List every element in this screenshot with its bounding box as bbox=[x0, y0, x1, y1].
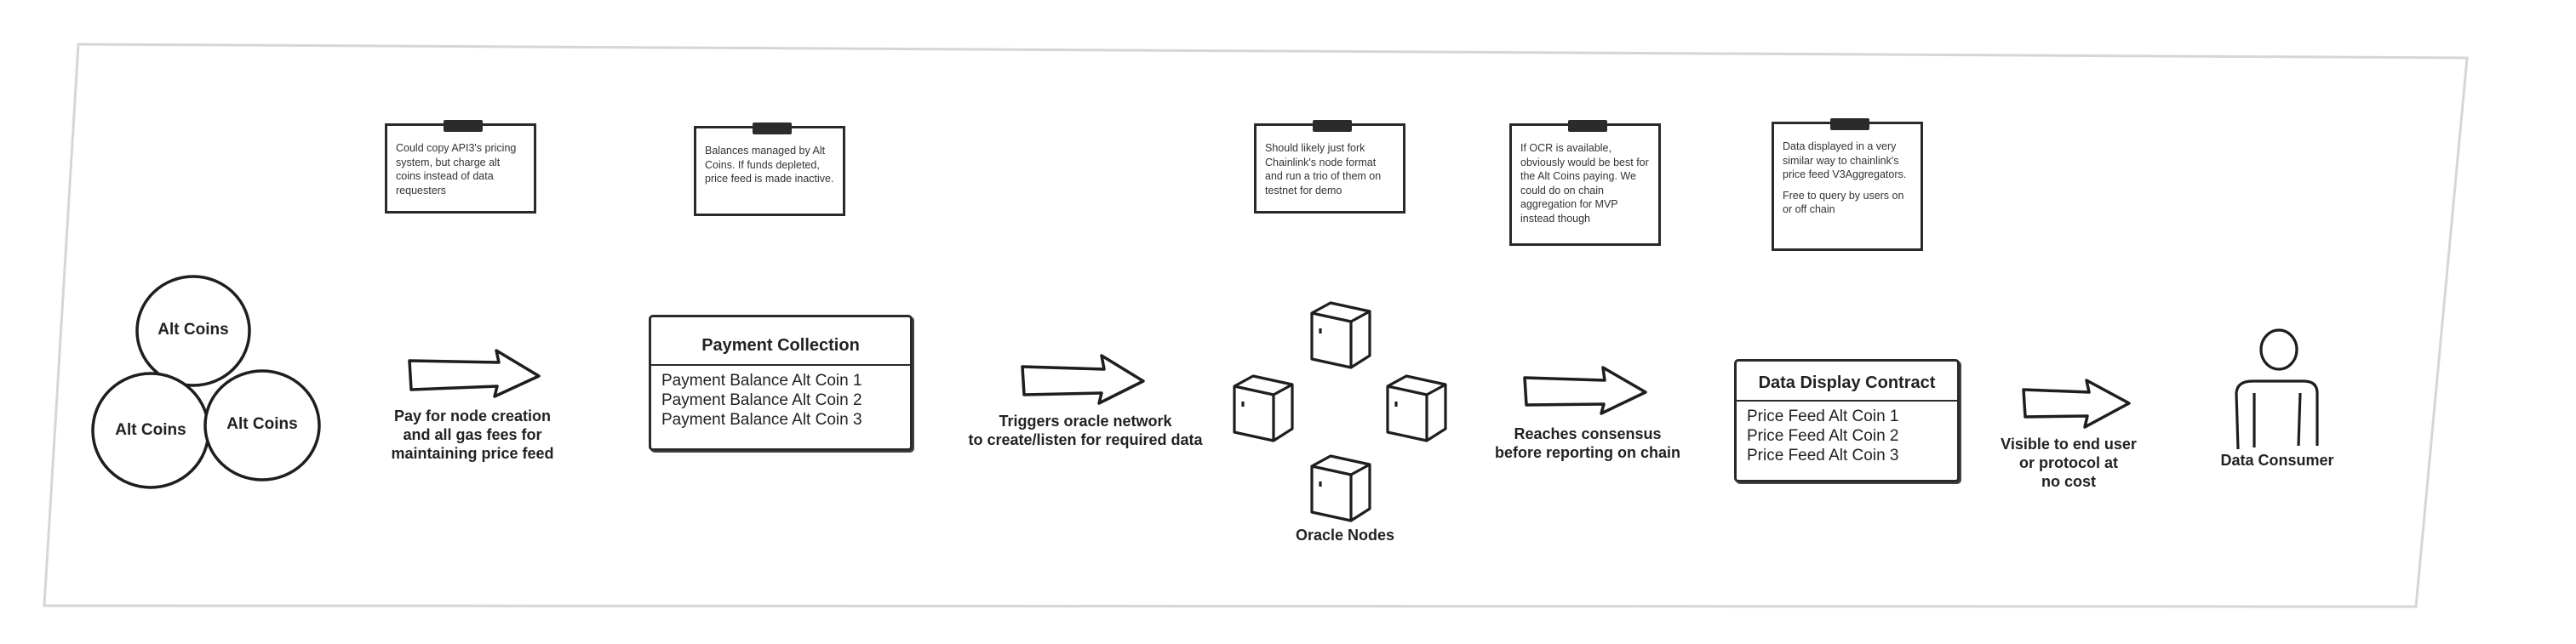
label-line: no cost bbox=[2041, 473, 2096, 490]
label-line: and all gas fees for bbox=[403, 426, 542, 443]
note-text: Free to query by users on or off chain bbox=[1783, 189, 1904, 216]
note-text: If OCR is available, obviously would be … bbox=[1520, 142, 1649, 225]
box-row: Price Feed Alt Coin 3 bbox=[1747, 447, 1899, 464]
note-balances: Balances managed by Alt Coins. If funds … bbox=[694, 123, 845, 216]
label-line: before reporting on chain bbox=[1494, 444, 1680, 461]
tape bbox=[444, 120, 483, 132]
box-row: Price Feed Alt Coin 1 bbox=[1747, 407, 1899, 425]
note-display: Data displayed in a very similar way to … bbox=[1772, 118, 1923, 251]
oracle-nodes-label: Oracle Nodes bbox=[1295, 527, 1395, 544]
server-cube-icon bbox=[1233, 374, 1294, 442]
tape bbox=[1830, 118, 1869, 130]
label-line: maintaining price feed bbox=[391, 445, 554, 462]
box-row: Payment Balance Alt Coin 2 bbox=[661, 391, 862, 409]
arrow-icon bbox=[2022, 379, 2131, 429]
pay-label: Pay for node creation and all gas fees f… bbox=[349, 407, 596, 463]
note-text: Should likely just fork Chainlink's node… bbox=[1265, 142, 1382, 197]
note-text: Data displayed in a very similar way to … bbox=[1783, 140, 1907, 180]
note-text: Balances managed by Alt Coins. If funds … bbox=[705, 145, 834, 185]
note-fork: Should likely just fork Chainlink's node… bbox=[1254, 120, 1405, 214]
label-line: Pay for node creation bbox=[393, 407, 552, 425]
box-row: Payment Balance Alt Coin 1 bbox=[661, 372, 862, 390]
server-cube-icon bbox=[1386, 374, 1447, 442]
label-line: Reaches consensus bbox=[1514, 425, 1662, 442]
alt-coin-label: Alt Coins bbox=[115, 421, 186, 439]
box-title: Payment Collection bbox=[651, 317, 910, 366]
payment-collection-box: Payment Collection Payment Balance Alt C… bbox=[649, 315, 913, 451]
label-line: Triggers oracle network bbox=[999, 413, 1172, 430]
note-text: Could copy API3's pricing system, but ch… bbox=[396, 142, 517, 197]
box-row: Price Feed Alt Coin 2 bbox=[1747, 427, 1899, 445]
tape bbox=[1568, 120, 1607, 132]
label-line: to create/listen for required data bbox=[968, 431, 1203, 448]
server-cube-icon bbox=[1310, 301, 1371, 369]
alt-coin-circle bbox=[135, 275, 251, 387]
visible-label: Visible to end user or protocol at no co… bbox=[1958, 435, 2179, 491]
consensus-label: Reaches consensus before reporting on ch… bbox=[1464, 425, 1711, 462]
alt-coin-label: Alt Coins bbox=[157, 321, 229, 339]
server-cube-icon bbox=[1310, 454, 1371, 522]
note-ocr: If OCR is available, obviously would be … bbox=[1509, 120, 1661, 246]
person-icon bbox=[2235, 328, 2319, 450]
note-api3: Could copy API3's pricing system, but ch… bbox=[385, 120, 536, 214]
alt-coin-label: Alt Coins bbox=[226, 415, 298, 433]
arrow-icon bbox=[408, 349, 541, 398]
arrow-icon bbox=[1021, 354, 1145, 405]
box-row: Payment Balance Alt Coin 3 bbox=[661, 411, 862, 429]
trigger-label: Triggers oracle network to create/listen… bbox=[945, 412, 1226, 449]
tape bbox=[753, 123, 792, 134]
data-display-contract-box: Data Display Contract Price Feed Alt Coi… bbox=[1734, 359, 1960, 482]
label-line: Visible to end user bbox=[2001, 436, 2137, 453]
tape bbox=[1313, 120, 1352, 132]
alt-coin-circle bbox=[203, 369, 321, 482]
data-consumer-label: Data Consumer bbox=[2220, 452, 2334, 469]
label-line: or protocol at bbox=[2019, 454, 2118, 471]
box-title: Data Display Contract bbox=[1737, 362, 1957, 402]
arrow-icon bbox=[1523, 366, 1647, 415]
